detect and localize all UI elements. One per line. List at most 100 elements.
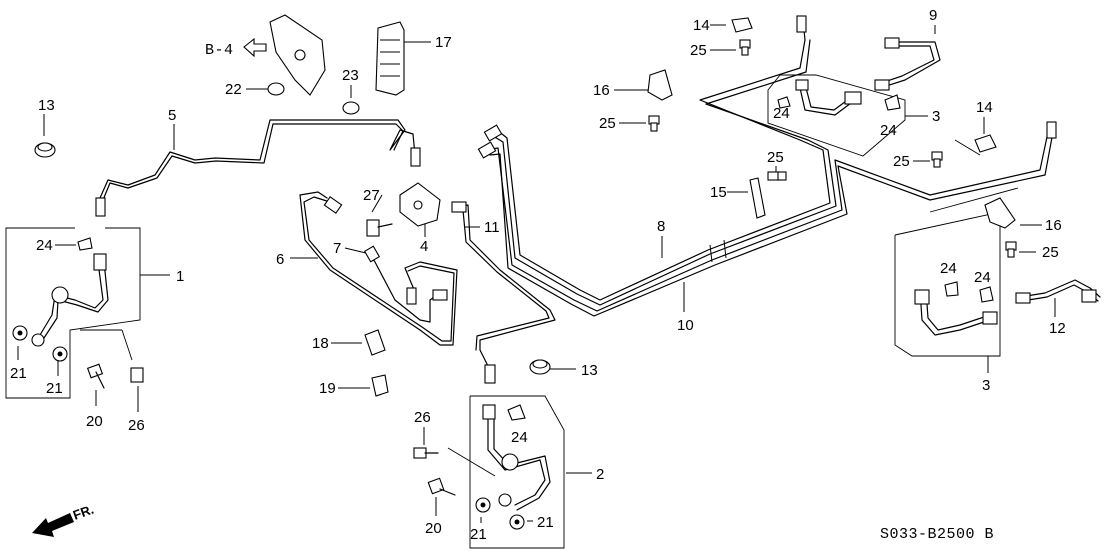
callout-10: 10 (677, 317, 694, 334)
callout-27: 27 (363, 187, 380, 204)
fitting-icon (451, 201, 467, 213)
callout-26b: 26 (414, 409, 431, 426)
reference-b4: B-4 (205, 37, 267, 59)
components (12, 14, 1017, 530)
callout-4: 4 (420, 238, 428, 255)
bolt-icon (413, 447, 439, 459)
fitting-icon (363, 245, 381, 263)
bolt-icon (86, 363, 105, 389)
reference-label: B-4 (205, 42, 234, 59)
clip-24-icon (979, 286, 994, 303)
brake-pipe-6 (299, 191, 458, 346)
callout-12: 12 (1049, 320, 1066, 337)
brake-pipe-9 (879, 41, 941, 89)
clip-14-icon (731, 17, 753, 33)
clip-18-icon (364, 329, 386, 356)
group-box-3b (894, 211, 1001, 357)
brake-pipe-11 (459, 204, 556, 371)
callout-5: 5 (168, 107, 176, 124)
grommet-icon (342, 101, 360, 115)
banjo-icon (31, 333, 45, 347)
callout-21d: 21 (537, 514, 554, 531)
callout-25d: 25 (893, 153, 910, 170)
fitting-icon (95, 197, 106, 217)
callout-14b: 14 (976, 99, 993, 116)
clip-24-icon (507, 404, 526, 421)
clip-19-icon (371, 374, 389, 397)
brake-hose-3b (919, 289, 991, 336)
group-box-2 (469, 395, 565, 549)
grommet-icon (532, 359, 548, 369)
fitting-icon (484, 364, 496, 384)
clip-24-icon (884, 94, 901, 111)
callout-21a: 21 (10, 365, 27, 382)
callout-11: 11 (484, 219, 500, 236)
fitting-icon (406, 287, 417, 305)
fitting-icon (914, 289, 930, 305)
callout-15: 15 (710, 184, 727, 201)
callout-8: 8 (657, 218, 665, 235)
bracket-15-icon (749, 177, 766, 219)
fitting-icon (93, 253, 107, 271)
fitting-icon (1046, 121, 1057, 139)
fittings (93, 15, 1097, 420)
clip-24-icon (77, 237, 93, 251)
callout-16b: 16 (1045, 217, 1062, 234)
callout-20b: 20 (425, 520, 442, 537)
fitting-icon (796, 15, 807, 33)
clip-24-icon (777, 96, 791, 109)
front-label: FR. (71, 502, 96, 523)
bolt-icon (931, 151, 943, 168)
fitting-icon (482, 404, 496, 420)
callout-25e: 25 (1042, 244, 1059, 261)
fitting-icon (1015, 292, 1031, 304)
brake-hose-2 (487, 414, 546, 506)
callout-17: 17 (435, 34, 452, 51)
callout-24f: 24 (511, 429, 528, 446)
brake-pipe-8 (496, 19, 831, 301)
fitting-icon (323, 196, 343, 214)
callout-26a: 26 (128, 417, 145, 434)
bolt-icon (366, 219, 380, 237)
callout-21b: 21 (46, 380, 63, 397)
brake-pipe-5 (99, 119, 416, 199)
callout-24b: 24 (773, 105, 790, 122)
callout-18: 18 (312, 335, 329, 352)
callout-13a: 13 (38, 97, 55, 114)
fitting-icon (982, 311, 998, 325)
fitting-icon (432, 289, 448, 301)
callout-3a: 3 (932, 108, 940, 125)
brake-hose-3a (799, 87, 856, 116)
grommet-icon (37, 142, 53, 152)
callout-22: 22 (225, 81, 242, 98)
brake-pipe-7 (367, 251, 438, 323)
fitting-icon (795, 79, 809, 91)
arrow-left-icon (243, 37, 267, 58)
bolt-icon (427, 477, 456, 496)
fitting-icon (410, 147, 421, 167)
callout-21c: 21 (470, 526, 487, 543)
callout-24e: 24 (974, 269, 991, 286)
clip-16-icon (647, 69, 673, 101)
banjo-icon (501, 453, 519, 471)
front-indicator: FR. (32, 502, 96, 537)
callout-23: 23 (342, 67, 359, 84)
fitting-icon (1081, 289, 1097, 303)
callout-3b: 3 (982, 377, 990, 394)
bolt-icon (648, 115, 660, 132)
callout-24c: 24 (880, 122, 897, 139)
callout-25c: 25 (767, 149, 784, 166)
callout-16a: 16 (593, 82, 610, 99)
callout-6: 6 (276, 251, 284, 268)
banjo-icon (51, 286, 69, 304)
fitting-icon (477, 141, 497, 159)
clip-14-icon (974, 134, 997, 153)
callout-14a: 14 (693, 17, 710, 34)
group-boxes (5, 74, 1019, 549)
callout-labels: 1 2 3 3 4 5 6 7 8 9 10 11 12 13 13 14 14… (10, 7, 1066, 543)
bolt-icon (1005, 241, 1017, 258)
fitting-icon (874, 79, 890, 91)
callout-19: 19 (319, 380, 336, 397)
leader-lines (17, 24, 1056, 523)
callout-9: 9 (929, 7, 937, 24)
